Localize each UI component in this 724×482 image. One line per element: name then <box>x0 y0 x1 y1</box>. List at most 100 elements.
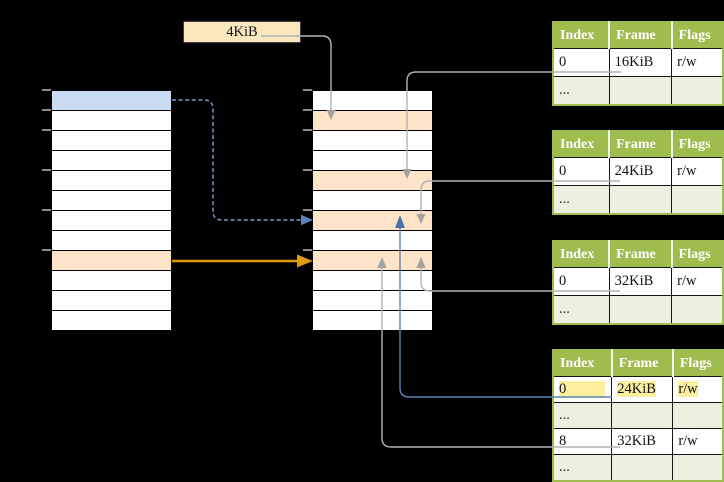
column-header-flags: Flags <box>671 350 723 377</box>
table-row: ... <box>552 295 724 325</box>
middle-memory-row-11 <box>313 311 432 330</box>
middle-memory-row-10 <box>313 291 432 311</box>
middle-memory-row-7 <box>313 231 432 251</box>
middle-memory-row-5 <box>313 191 432 211</box>
tick-mark <box>303 109 312 111</box>
tick-mark <box>42 169 51 171</box>
table-cell <box>608 185 673 215</box>
table-cell: ... <box>552 76 610 106</box>
left-memory-row-10 <box>52 291 171 311</box>
table-cell: 32KiB <box>608 267 673 296</box>
connector-mapped-page-orange <box>172 254 313 268</box>
left-memory-row-4 <box>52 171 171 191</box>
table-row: ... <box>552 402 724 429</box>
table-cell <box>611 402 674 429</box>
table-cell <box>672 454 724 482</box>
table-row: ... <box>552 76 724 106</box>
table-cell: r/w <box>671 157 724 186</box>
middle-memory-row-2 <box>313 131 432 151</box>
tick-mark <box>42 129 51 131</box>
middle-memory-row-8 <box>313 251 432 271</box>
table-cell <box>611 454 674 482</box>
table-cell: 24KiB <box>611 376 674 403</box>
table-cell: 32KiB <box>611 428 674 455</box>
middle-memory-row-3 <box>313 151 432 171</box>
column-header-frame: Frame <box>610 350 673 377</box>
table-cell <box>671 295 724 325</box>
middle-memory-row-0 <box>313 91 432 111</box>
table-cell: ... <box>552 402 613 429</box>
tick-mark <box>303 129 312 131</box>
tick-mark <box>303 169 312 171</box>
left-memory-column <box>51 90 172 331</box>
column-header-index: Index <box>553 22 610 49</box>
table-cell: r/w <box>671 267 724 296</box>
middle-memory-row-6 <box>313 211 432 231</box>
middle-memory-row-1 <box>313 111 432 131</box>
column-header-index: Index <box>553 131 610 158</box>
left-memory-row-2 <box>52 131 171 151</box>
left-memory-row-7 <box>52 231 171 251</box>
column-header-index: Index <box>553 350 612 377</box>
left-memory-row-11 <box>52 311 171 330</box>
highlighted-value: r/w <box>678 381 698 397</box>
highlighted-value: 0 <box>559 381 605 398</box>
table-cell <box>671 76 724 106</box>
column-header-flags: Flags <box>670 22 723 49</box>
middle-memory-column <box>312 90 433 331</box>
column-header-frame: Frame <box>608 131 672 158</box>
left-memory-row-1 <box>52 111 171 131</box>
left-memory-row-0 <box>52 91 171 111</box>
table-cell: ... <box>552 185 610 215</box>
highlighted-value: 24KiB <box>617 381 656 397</box>
table-cell: 16KiB <box>608 48 673 77</box>
left-memory-row-3 <box>52 151 171 171</box>
tick-mark <box>42 249 51 251</box>
tick-mark <box>42 109 51 111</box>
column-header-flags: Flags <box>670 131 723 158</box>
table-cell: r/w <box>671 48 724 77</box>
left-memory-row-6 <box>52 211 171 231</box>
table-cell: 0 <box>552 376 613 403</box>
column-header-frame: Frame <box>608 241 672 268</box>
column-header-index: Index <box>553 241 610 268</box>
table-cell: 24KiB <box>608 157 673 186</box>
table-cell: r/w <box>672 376 724 403</box>
table-cell: 0 <box>552 48 610 77</box>
tick-mark <box>303 249 312 251</box>
table-cell <box>608 295 673 325</box>
tick-mark <box>303 209 312 211</box>
table-cell: r/w <box>672 428 724 455</box>
left-memory-row-5 <box>52 191 171 211</box>
middle-memory-row-9 <box>313 271 432 291</box>
middle-memory-row-4 <box>313 171 432 191</box>
table-row: ... <box>552 454 724 482</box>
column-header-frame: Frame <box>608 22 672 49</box>
column-header-flags: Flags <box>670 241 723 268</box>
page-size-label: 4KiB <box>183 21 301 43</box>
tick-mark <box>42 89 51 91</box>
table-cell <box>672 402 724 429</box>
left-memory-row-8 <box>52 251 171 271</box>
tick-mark <box>42 209 51 211</box>
table-cell <box>608 76 673 106</box>
table-cell: ... <box>552 454 613 482</box>
table-cell: 8 <box>552 428 613 455</box>
table-cell <box>671 185 724 215</box>
left-memory-row-9 <box>52 271 171 291</box>
table-row: ... <box>552 185 724 215</box>
tick-mark <box>303 89 312 91</box>
table-row: 0 24KiB r/w <box>552 376 724 403</box>
table-cell: 0 <box>552 267 610 296</box>
table-cell: 0 <box>552 157 610 186</box>
connector-virtual-page-dashed <box>172 99 313 226</box>
